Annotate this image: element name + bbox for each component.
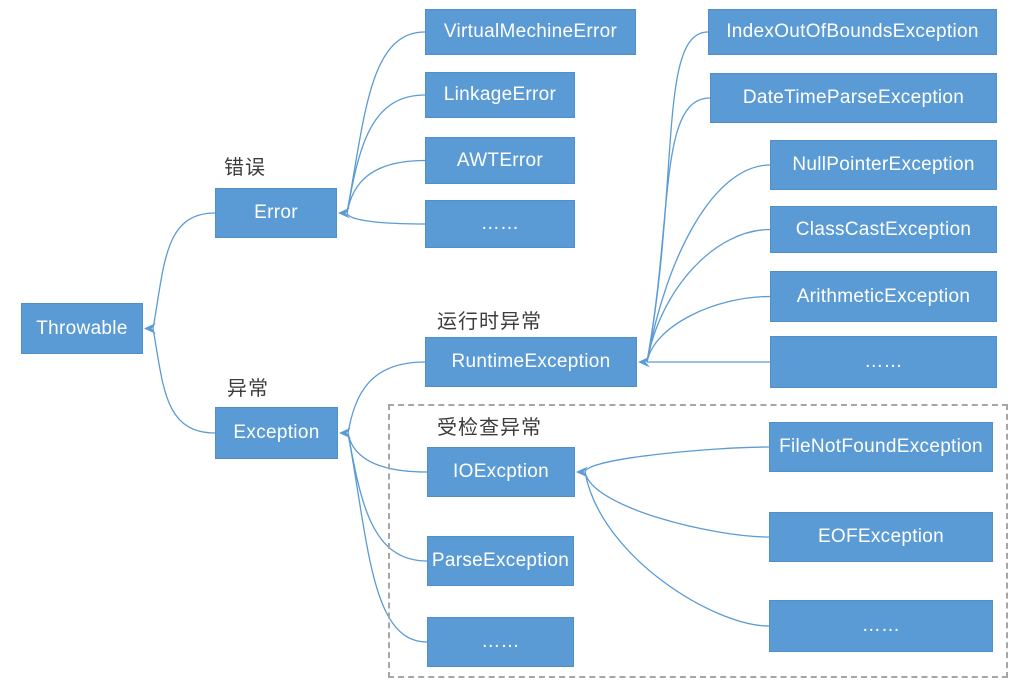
edge-null-pointer-exception-to-runtime-exception xyxy=(646,164,771,363)
io-more-box: …… xyxy=(769,600,993,652)
runtime-category-label: 运行时异常 xyxy=(437,311,542,333)
file-not-found-exception-box: FileNotFoundException xyxy=(769,422,993,472)
throwable-box: Throwable xyxy=(21,303,143,354)
class-cast-exception-box: ClassCastException xyxy=(770,206,997,253)
virtual-mechine-error-box: VirtualMechineError xyxy=(425,9,636,55)
edge-arithmetic-exception-to-runtime-exception xyxy=(646,295,771,363)
edge-class-cast-exception-to-runtime-exception xyxy=(646,228,771,363)
arrowhead-throwable-icon xyxy=(144,323,156,334)
edge-awt-error-to-error xyxy=(346,159,426,214)
index-out-of-bounds-exception-box: IndexOutOfBoundsException xyxy=(708,9,997,55)
checked-exception-group xyxy=(388,404,1008,678)
edge-index-out-of-bounds-exception-to-runtime-exception xyxy=(646,31,709,363)
eof-exception-box: EOFException xyxy=(769,512,993,562)
exception-box: Exception xyxy=(215,407,338,459)
edge-exception-to-throwable xyxy=(152,328,216,434)
edge-error-to-throwable xyxy=(152,212,216,329)
edge-datetime-parse-exception-to-runtime-exception xyxy=(646,97,711,363)
datetime-parse-exception-box: DateTimeParseException xyxy=(710,73,997,123)
edge-linkage-error-to-error xyxy=(346,94,426,214)
null-pointer-exception-box: NullPointerException xyxy=(770,140,997,190)
error-category-label: 错误 xyxy=(224,157,266,179)
arrowhead-error-icon xyxy=(338,207,350,219)
runtime-exception-box: RuntimeException xyxy=(425,337,637,387)
checked-category-label: 受检查异常 xyxy=(437,417,542,439)
error-box: Error xyxy=(215,188,337,238)
linkage-error-box: LinkageError xyxy=(425,72,575,118)
arrowhead-runtime-exception-icon xyxy=(638,356,650,368)
exception-category-label: 异常 xyxy=(227,378,269,400)
io-excption-box: IOExcption xyxy=(427,447,575,497)
checked-more-box: …… xyxy=(427,617,574,667)
arithmetic-exception-box: ArithmeticException xyxy=(770,271,997,322)
runtime-more-box: …… xyxy=(770,336,997,388)
edge-error-more-to-error xyxy=(346,212,426,225)
edge-virtual-mechine-error-to-error xyxy=(346,31,426,214)
error-more-box: …… xyxy=(425,200,575,248)
arrowhead-exception-icon xyxy=(339,427,351,439)
awt-error-box: AWTError xyxy=(425,137,575,184)
parse-exception-box: ParseException xyxy=(427,536,574,586)
